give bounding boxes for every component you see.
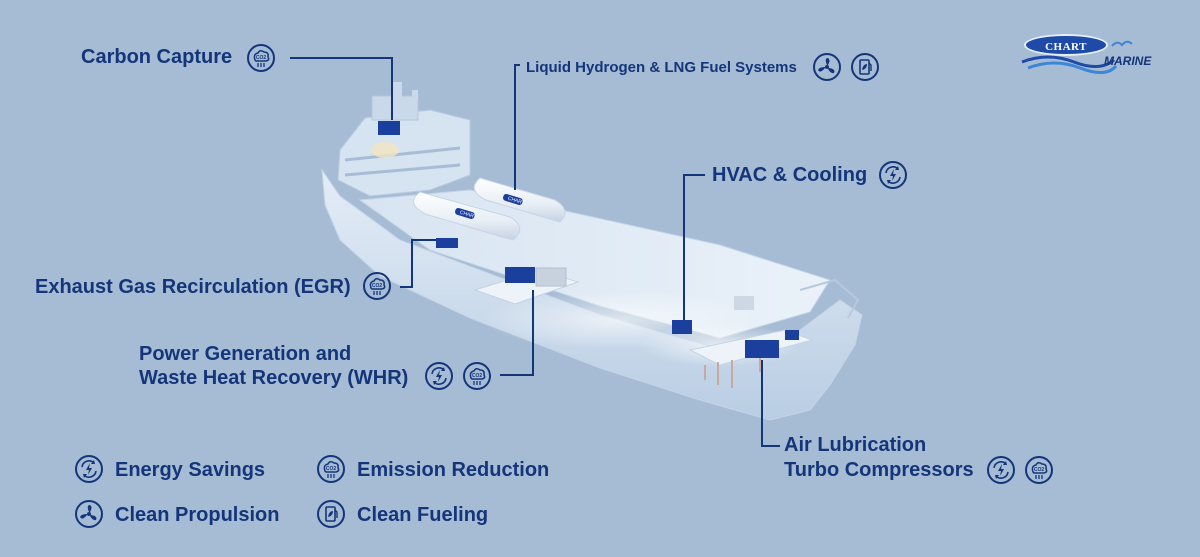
logo-badge: CHART <box>1024 34 1108 56</box>
wave-icon <box>1021 55 1118 74</box>
co2-cloud-icon: CO2 <box>246 43 276 73</box>
fuel-tank-rear <box>473 177 566 223</box>
hvac-unit <box>672 320 692 334</box>
label-hydrogen-lng: Liquid Hydrogen & LNG Fuel Systems <box>526 59 797 76</box>
label-egr: Exhaust Gas Recirculation (EGR) <box>35 276 351 298</box>
legend-emission-reduction-icon: CO2 <box>316 454 346 484</box>
power-gen-equipment <box>505 267 535 283</box>
logo-marine-text: MARINE <box>1104 54 1152 68</box>
svg-text:CO2: CO2 <box>1034 467 1045 473</box>
egr-unit <box>436 238 458 248</box>
co2-cloud-icon: CO2 <box>1024 455 1054 485</box>
tank-logo-rear: CHART <box>507 196 525 207</box>
circular-arrows-lightning-icon <box>986 455 1016 485</box>
label-hvac: HVAC & Cooling <box>712 164 868 186</box>
co2-cloud-icon: CO2 <box>362 271 392 301</box>
svg-text:CO2: CO2 <box>326 466 337 472</box>
leader-lines <box>290 57 780 447</box>
air-lube-pipes <box>704 358 761 388</box>
svg-text:CO2: CO2 <box>372 283 383 289</box>
legend-clean-propulsion-icon <box>74 499 104 529</box>
chart-marine-logo: CHART MARINE <box>1018 30 1158 80</box>
label-carbon-capture: Carbon Capture <box>81 46 233 68</box>
leader-air-lube <box>761 360 780 447</box>
air-lube-compressor <box>745 340 779 358</box>
svg-text:CO2: CO2 <box>256 55 267 61</box>
circular-arrows-lightning-icon <box>878 160 908 190</box>
legend-clean-fueling: Clean Fueling <box>357 504 489 526</box>
label-power-gen-line1: Power Generation and <box>139 343 352 365</box>
legend-clean-fueling-icon <box>316 499 346 529</box>
leader-egr <box>400 239 436 288</box>
legend-clean-propulsion: Clean Propulsion <box>115 504 280 526</box>
circular-arrows-lightning-icon <box>424 361 454 391</box>
legend-energy-savings-icon <box>74 454 104 484</box>
carbon-capture-unit <box>378 121 400 135</box>
co2-cloud-icon: CO2 <box>462 361 492 391</box>
label-air-lub-line1: Air Lubrication <box>784 434 927 456</box>
label-air-lub-line2: Turbo Compressors <box>784 459 974 481</box>
legend-energy-savings: Energy Savings <box>115 459 266 481</box>
leader-power-gen <box>500 290 534 376</box>
fuel-tank-front <box>413 191 521 241</box>
svg-text:CO2: CO2 <box>472 373 483 379</box>
bird-icon <box>1111 40 1133 47</box>
label-power-gen-line2: Waste Heat Recovery (WHR) <box>139 367 409 389</box>
leader-carbon-capture <box>290 57 393 120</box>
leader-hydrogen <box>514 64 520 190</box>
leader-hvac <box>683 174 705 320</box>
propeller-fan-icon <box>812 52 842 82</box>
tank-logo-front: CHART <box>459 210 477 221</box>
fuel-pump-leaf-icon <box>850 52 880 82</box>
legend-emission-reduction: Emission Reduction <box>357 459 550 481</box>
